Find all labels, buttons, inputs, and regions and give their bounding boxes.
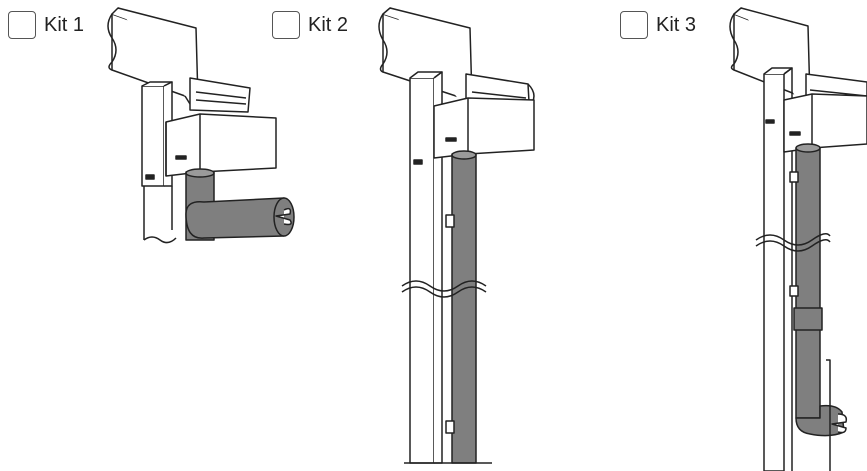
kit-3-option[interactable]: Kit 3	[620, 10, 696, 40]
kit-2-option[interactable]: Kit 2	[272, 10, 348, 40]
kit-3-checkbox[interactable]	[620, 11, 648, 39]
kit-1-checkbox[interactable]	[8, 11, 36, 39]
kit-2-label: Kit 2	[308, 13, 349, 36]
kit-1-option[interactable]: Kit 1	[8, 10, 84, 40]
kit-1-illustration	[107, 7, 295, 244]
kit-3-label: Kit 3	[656, 13, 697, 36]
kit-3-illustration	[729, 7, 867, 471]
kit-2-checkbox[interactable]	[272, 11, 300, 39]
kit-2-illustration	[378, 7, 535, 464]
kit-1-label: Kit 1	[44, 13, 85, 36]
